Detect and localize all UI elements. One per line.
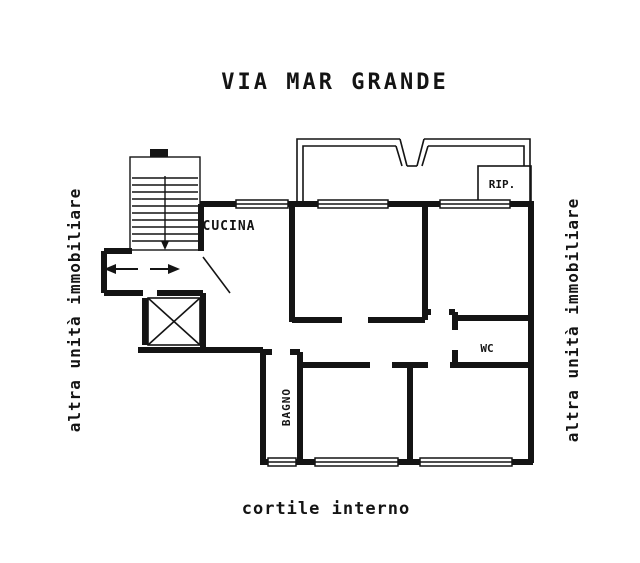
courtyard-label: cortile interno [241, 499, 411, 519]
elevator [147, 297, 201, 346]
staircase [129, 149, 201, 251]
wc-room-label: WC [480, 342, 494, 355]
arrow-left-icon [104, 264, 116, 274]
kitchen-room-label: CUCINA [202, 219, 256, 234]
entrance-door-swing [202, 256, 231, 294]
direction-arrows [104, 264, 180, 274]
left-unit-label: altra unità immobiliare [65, 187, 84, 433]
storage-room-label: RIP. [488, 178, 516, 191]
street-name-label: VIA MAR GRANDE [221, 70, 449, 95]
bathroom-room-label: BAGNO [280, 387, 293, 427]
balcony-parapets [296, 138, 532, 203]
stair-arrow-icon [161, 241, 169, 250]
arrow-right-icon [168, 264, 180, 274]
walls [101, 201, 534, 465]
windows [235, 199, 513, 467]
right-unit-label: altra unità immobiliare [563, 197, 582, 443]
